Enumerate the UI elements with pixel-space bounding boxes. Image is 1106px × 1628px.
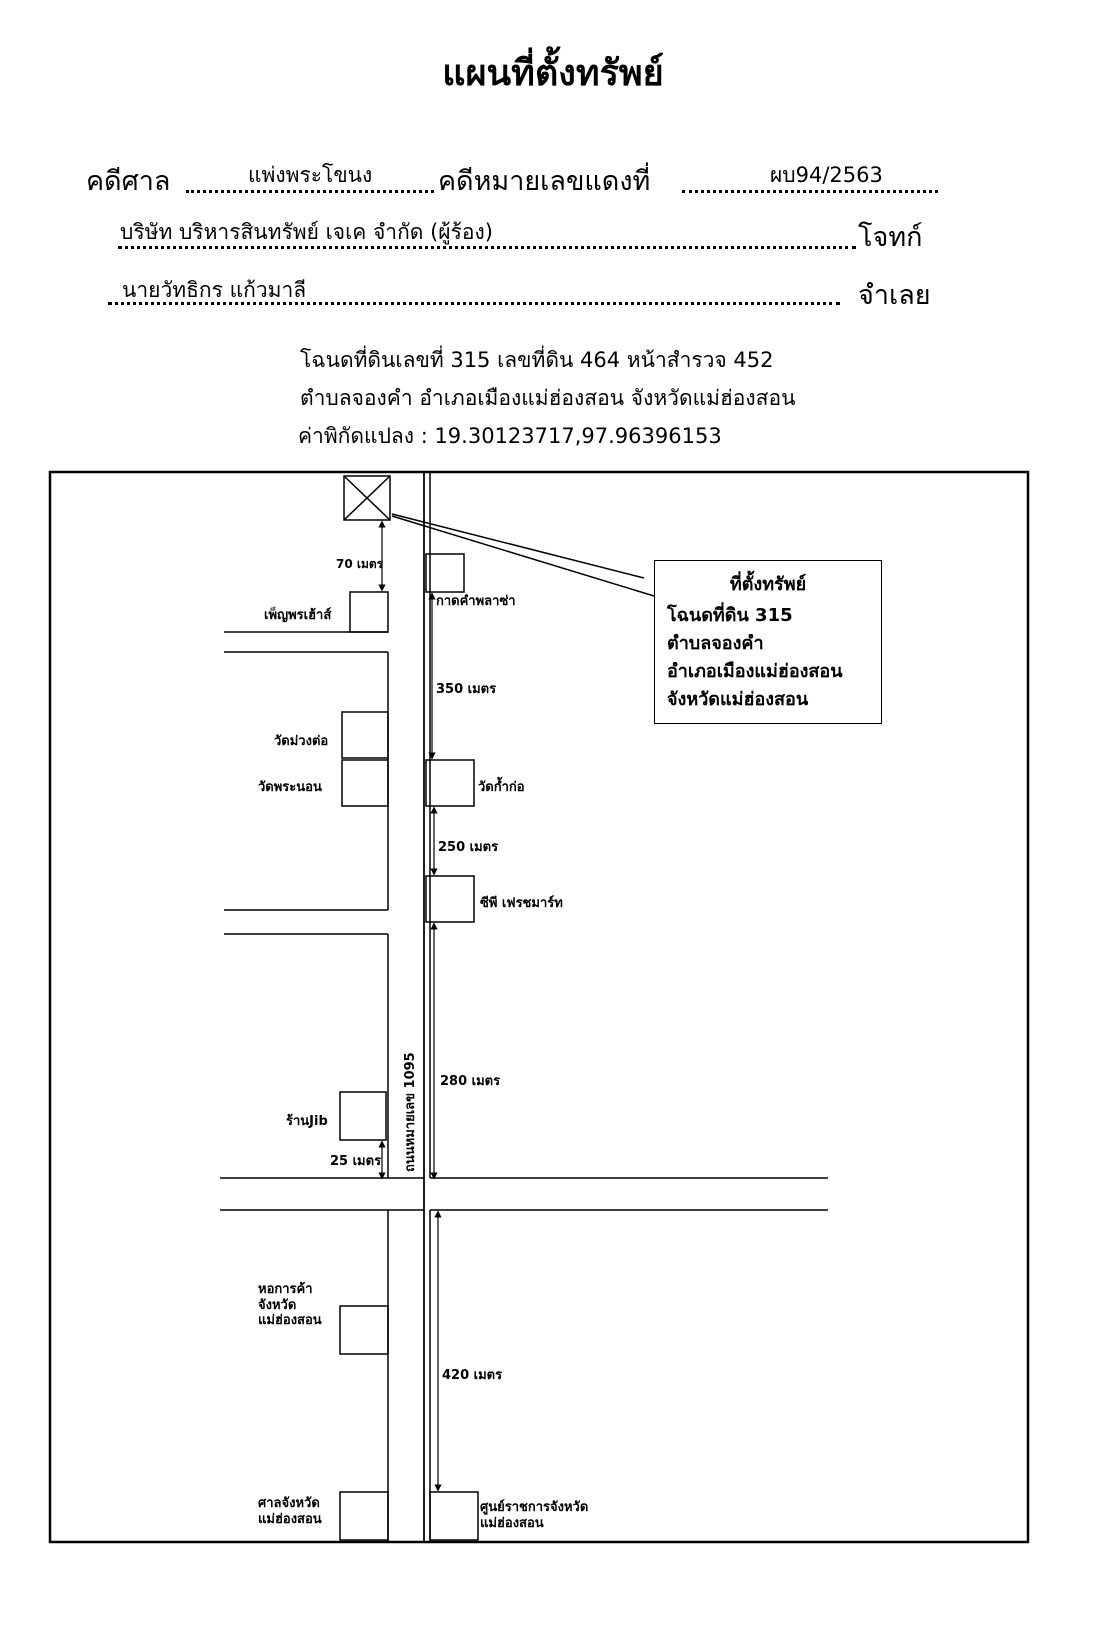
court-dotted-line xyxy=(186,190,434,193)
court-label: คดีศาล xyxy=(86,166,171,197)
defendant-dotted-line xyxy=(108,302,840,305)
label-phen-phon-house: เพ็ญพรเฮ้าส์ xyxy=(264,608,332,623)
deed-info-line: โฉนดที่ดินเลขที่ 315 เลขที่ดิน 464 หน้าส… xyxy=(300,348,774,372)
label-ran-jib: ร้านJib xyxy=(286,1114,328,1129)
label-cp-freshmart: ซีพี เฟรชมาร์ท xyxy=(480,896,563,911)
building-wat-kam-ko xyxy=(425,759,475,807)
building-wat-phra-non xyxy=(341,759,389,807)
callout-line: โฉนดที่ดิน 315 xyxy=(667,605,793,626)
map-frame xyxy=(48,470,1030,1544)
distance-350m: 350 เมตร xyxy=(436,682,497,697)
label-wat-kam-ko: วัดก้ำก่อ xyxy=(478,780,525,795)
building-cp-freshmart xyxy=(425,875,475,923)
case-label: คดีหมายเลขแดงที่ xyxy=(438,166,651,197)
case-dotted-line xyxy=(682,190,938,193)
label-wat-phra-non: วัดพระนอน xyxy=(258,780,322,795)
label-chamber-commerce: หอการค้า จังหวัด แม่ฮ่องสอน xyxy=(258,1282,322,1329)
label-gov-center: ศูนย์ราชการจังหวัด แม่ฮ่องสอน xyxy=(480,1500,589,1531)
callout-pointer-upper xyxy=(391,513,645,579)
building-ran-jib xyxy=(339,1091,387,1141)
plaintiff-value: บริษัท บริหารสินทรัพย์ เจเค จำกัด (ผู้ร้… xyxy=(120,220,493,244)
callout-line: จังหวัดแม่ฮ่องสอน xyxy=(667,688,809,710)
location-info-line: ตำบลจองคำ อำเภอเมืองแม่ฮ่องสอน จังหวัดแม… xyxy=(300,386,796,410)
distance-25m: 25 เมตร xyxy=(330,1154,382,1169)
distance-250m: 250 เมตร xyxy=(438,840,499,855)
building-gov-center xyxy=(429,1491,479,1541)
callout-title: ที่ตั้งทรัพย์ xyxy=(729,574,807,595)
building-provincial-court xyxy=(339,1491,389,1541)
callout-line: ตำบลจองคำ xyxy=(667,632,764,654)
page-title: แผนที่ตั้งทรัพย์ xyxy=(442,53,664,94)
road-name-label: ถนนหมายเลข 1095 xyxy=(403,1052,418,1172)
distance-280m: 280 เมตร xyxy=(440,1074,501,1089)
label-wat-muang-to: วัดม่วงต่อ xyxy=(274,734,329,749)
property-marker xyxy=(343,475,391,521)
distance-420m: 420 เมตร xyxy=(442,1368,503,1383)
plaintiff-label: โจทก์ xyxy=(858,222,923,253)
callout-line: อำเภอเมืองแม่ฮ่องสอน xyxy=(667,660,843,682)
label-kadkham-plaza: กาดคำพลาซ่า xyxy=(436,594,516,609)
building-kadkham-plaza xyxy=(425,553,465,593)
coordinate-info-line: ค่าพิกัดแปลง : 19.30123717,97.96396153 xyxy=(298,424,722,448)
callout-pointer-lower xyxy=(391,515,655,597)
property-callout: ที่ตั้งทรัพย์ โฉนดที่ดิน 315 ตำบลจองคำ อ… xyxy=(654,560,882,724)
building-chamber-commerce xyxy=(339,1305,389,1355)
defendant-label: จำเลย xyxy=(858,280,931,311)
building-phen-phon-house xyxy=(349,591,389,633)
court-value: แพ่งพระโขนง xyxy=(248,163,373,187)
distance-70m: 70 เมตร xyxy=(336,557,384,571)
label-provincial-court: ศาลจังหวัด แม่ฮ่องสอน xyxy=(258,1496,322,1527)
plaintiff-dotted-line xyxy=(118,246,856,249)
case-value: ผบ94/2563 xyxy=(770,163,883,187)
building-wat-muang-to xyxy=(341,711,389,759)
defendant-value: นายวัทธิกร แก้วมาลี xyxy=(122,278,307,302)
